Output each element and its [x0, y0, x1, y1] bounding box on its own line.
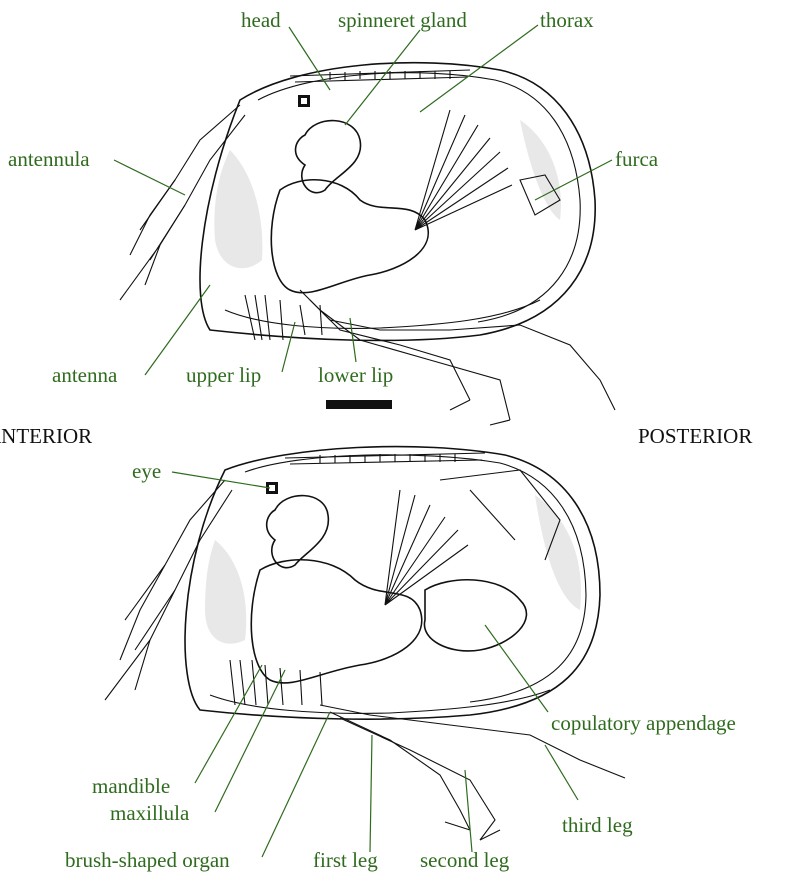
bottom-copulatory-shape — [424, 580, 526, 651]
label-copulatory-appendage: copulatory appendage — [551, 711, 736, 735]
top-mouth-setae — [245, 295, 322, 340]
label-eye: eye — [132, 459, 161, 483]
scale-bar — [326, 400, 392, 409]
top-hinge-teeth — [330, 71, 450, 80]
label-spinneret-gland: spinneret gland — [338, 8, 467, 32]
bottom-specimen — [105, 447, 625, 840]
top-stipple-anterior — [214, 150, 262, 268]
bottom-setae-fan — [385, 490, 468, 605]
label-thorax: thorax — [540, 8, 594, 32]
bottom-carapace-outline — [185, 447, 600, 720]
label-furca: furca — [615, 147, 659, 171]
top-ventral-margin — [225, 300, 540, 328]
bottom-carapace-inner — [245, 455, 586, 702]
label-lower-lip: lower lip — [318, 363, 393, 387]
label-posterior: POSTERIOR — [638, 424, 752, 448]
top-stipple-posterior — [520, 120, 561, 220]
bottom-stipple-posterior — [535, 495, 581, 610]
top-carapace-inner — [258, 73, 580, 322]
label-antennula: antennula — [8, 147, 90, 171]
label-upper-lip: upper lip — [186, 363, 261, 387]
label-antenna: antenna — [52, 363, 118, 387]
label-mandible: mandible — [92, 774, 170, 798]
label-brush-shaped-organ: brush-shaped organ — [65, 848, 230, 872]
label-anterior: ANTERIOR — [0, 424, 92, 448]
bottom-gland-shape — [267, 496, 329, 568]
bottom-stipple-anterior — [205, 540, 246, 644]
bottom-body-mass — [251, 560, 421, 683]
label-first-leg: first leg — [313, 848, 378, 872]
label-second-leg: second leg — [420, 848, 510, 872]
label-head: head — [241, 8, 281, 32]
labels: head spinneret gland thorax antennula fu… — [0, 8, 752, 872]
top-setae-fan — [415, 110, 512, 230]
label-third-leg: third leg — [562, 813, 633, 837]
top-carapace-outline — [200, 63, 595, 341]
label-maxillula: maxillula — [110, 801, 190, 825]
top-body-mass — [271, 180, 428, 293]
